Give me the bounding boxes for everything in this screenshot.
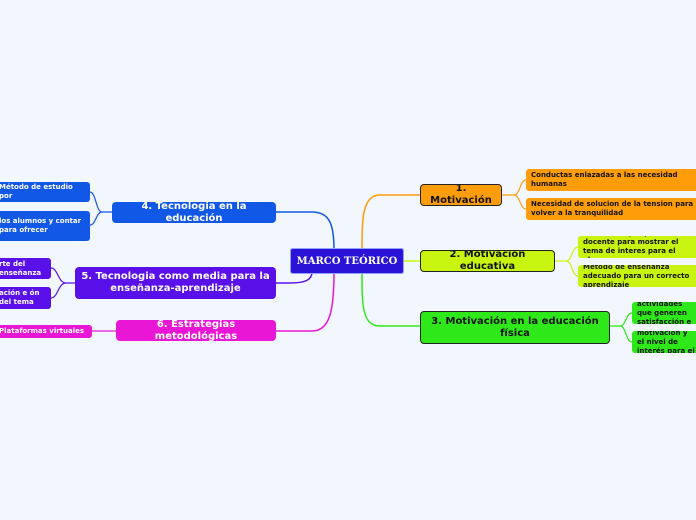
subtopic-metodo-estudio[interactable]: Método de estudio por (0, 182, 90, 202)
topic-label: 6. Estrategias metodológicas (154, 320, 238, 341)
connector-tecnologia (276, 211, 335, 251)
connector-leaf-4b (89, 211, 103, 226)
subtopic-conductas[interactable]: Conductas enlazadas a las necesidad huma… (526, 169, 696, 191)
subtopic-tema[interactable]: ación e ón del tema (0, 287, 51, 309)
connector-leaf-2b (565, 260, 579, 277)
topic-motivacion-educacion-fisica[interactable]: 3. Motivación en la educación física (420, 311, 610, 344)
connector-leaf-3a (610, 312, 633, 327)
subtopic-label: Método de enseñanza adecuado para un cor… (583, 265, 690, 287)
connector-leaf-1b (513, 194, 527, 210)
topic-motivacion[interactable]: 1. Motivación (420, 184, 502, 206)
topic-label: 5. Tecnologia como media para la enseñan… (81, 271, 270, 294)
subtopic-motivacion-docente[interactable]: Motivación por parte del docente para mo… (578, 236, 696, 258)
topic-tecnologia-media[interactable]: 5. Tecnologia como media para la enseñan… (75, 267, 276, 299)
subtopic-label: rte del enseñanza (0, 259, 42, 277)
connector-motivacion-fisica (361, 271, 420, 327)
subtopic-label: Método de estudio por (0, 183, 73, 200)
topic-estrategias-metodologicas[interactable]: 6. Estrategias metodológicas (116, 320, 276, 341)
topic-tecnologia-educacion[interactable]: 4. Tecnologia en la educación (112, 202, 276, 223)
connector-tecnologia-media (276, 271, 313, 284)
subtopic-label: Uso de actividades que generen satisfacc… (637, 302, 692, 324)
connector-leaf-5a (50, 267, 75, 284)
subtopic-label: ación e ón del tema (0, 289, 40, 306)
subtopic-actividades[interactable]: Uso de actividades que generen satisfacc… (632, 302, 696, 324)
subtopic-label: Plataformas virtuales (0, 327, 85, 335)
connector-leaf-1a (502, 179, 527, 196)
connector-leaf-5b (50, 282, 67, 299)
subtopic-mantener-motivacion[interactable]: Mantener la motivación y el nivel de int… (632, 331, 696, 353)
subtopic-label: Necesidad de solucion de la tension para… (531, 200, 694, 217)
subtopic-label: Motivación por parte del docente para mo… (583, 236, 680, 258)
topic-label: 4. Tecnologia en la educación (141, 202, 247, 223)
subtopic-label: Conductas enlazadas a las necesidad huma… (531, 171, 678, 188)
connector-leaf-4a (89, 191, 112, 213)
connector-leaf-3b (619, 325, 633, 343)
subtopic-label: Mantener la motivación y el nivel de int… (637, 331, 695, 353)
subtopic-parte-ensenanza[interactable]: rte del enseñanza (0, 258, 51, 279)
subtopic-label: los alumnos y contar para ofrecer (0, 217, 82, 234)
connector-estrategias (276, 271, 335, 332)
topic-motivacion-educativa[interactable]: 2. Motivación educativa (420, 250, 555, 272)
subtopic-metodo-ensenanza[interactable]: Método de enseñanza adecuado para un cor… (578, 265, 696, 287)
topic-label: 1. Motivación (430, 184, 492, 206)
subtopic-tension[interactable]: Necesidad de solucion de la tension para… (526, 198, 696, 220)
subtopic-plataformas-virtuales[interactable]: Plataformas virtuales (0, 325, 92, 338)
topic-label: 2. Motivación educativa (449, 250, 526, 272)
central-topic[interactable]: MARCO TEÓRICO (290, 248, 404, 274)
subtopic-alumnos-contar[interactable]: los alumnos y contar para ofrecer (0, 211, 90, 241)
topic-label: 3. Motivación en la educación física (431, 315, 599, 339)
connector-leaf-2a (555, 246, 579, 262)
connector-motivacion (361, 194, 420, 251)
central-topic-label: MARCO TEÓRICO (296, 255, 398, 267)
